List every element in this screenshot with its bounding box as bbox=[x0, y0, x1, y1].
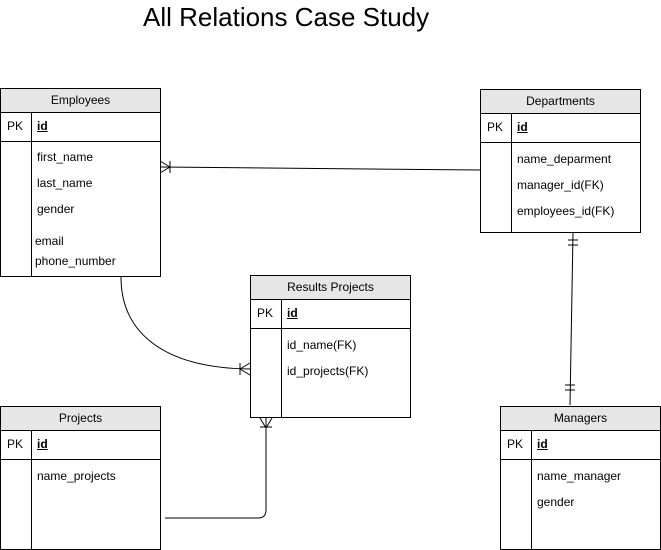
employees-pk-row: PK id bbox=[1, 112, 160, 142]
results-projects-pk-row: PK id bbox=[251, 299, 410, 329]
projects-pk-row: PK id bbox=[1, 430, 160, 460]
pk-label: PK bbox=[257, 306, 274, 320]
employees-table-header: Employees bbox=[1, 89, 160, 113]
departments-table-header: Departments bbox=[481, 90, 640, 114]
employees-table[interactable]: Employees PK id first_name last_name gen… bbox=[0, 88, 161, 277]
projects-id-field[interactable]: id bbox=[37, 437, 48, 451]
employees-id-field[interactable]: id bbox=[37, 119, 48, 133]
departments-field-manager-id[interactable]: manager_id(FK) bbox=[517, 178, 604, 192]
managers-field-gender[interactable]: gender bbox=[537, 495, 575, 509]
employees-field-gender[interactable]: gender bbox=[37, 202, 75, 216]
relationship-departments-managers[interactable] bbox=[565, 232, 578, 406]
employees-field-first-name[interactable]: first_name bbox=[37, 150, 94, 164]
results-projects-field-id-name[interactable]: id_name(FK) bbox=[287, 338, 357, 352]
employees-field-phone-number[interactable]: phone_number bbox=[35, 254, 116, 268]
pk-label: PK bbox=[487, 120, 504, 134]
managers-field-name-manager[interactable]: name_manager bbox=[537, 469, 622, 483]
results-projects-id-field[interactable]: id bbox=[287, 306, 298, 320]
relationship-departments-employees[interactable] bbox=[159, 160, 481, 174]
results-projects-field-id-projects[interactable]: id_projects(FK) bbox=[287, 364, 369, 378]
pk-label: PK bbox=[7, 119, 24, 133]
managers-id-field[interactable]: id bbox=[537, 437, 548, 451]
pk-label: PK bbox=[7, 437, 24, 451]
departments-table[interactable]: Departments PK id name_deparment manager… bbox=[480, 89, 641, 233]
projects-table-header: Projects bbox=[1, 407, 160, 431]
departments-field-employees-id[interactable]: employees_id(FK) bbox=[517, 204, 615, 218]
column-divider bbox=[531, 430, 532, 549]
departments-pk-row: PK id bbox=[481, 113, 640, 143]
pk-label: PK bbox=[507, 437, 524, 451]
column-divider bbox=[281, 299, 282, 417]
projects-field-name-projects[interactable]: name_projects bbox=[37, 469, 116, 483]
departments-id-field[interactable]: id bbox=[517, 120, 528, 134]
relationship-projects-results-projects[interactable] bbox=[165, 417, 273, 519]
projects-table[interactable]: Projects PK id name_projects bbox=[0, 406, 161, 550]
managers-table[interactable]: Managers PK id name_manager gender bbox=[500, 406, 661, 550]
employees-field-last-name[interactable]: last_name bbox=[37, 176, 93, 190]
column-divider bbox=[31, 430, 32, 549]
relationship-employees-results-projects[interactable] bbox=[120, 276, 251, 376]
diagram-title: All Relations Case Study bbox=[143, 2, 430, 32]
managers-pk-row: PK id bbox=[501, 430, 660, 460]
departments-field-name-deparment[interactable]: name_deparment bbox=[517, 152, 612, 166]
results-projects-table-header: Results Projects bbox=[251, 276, 410, 300]
results-projects-table[interactable]: Results Projects PK id id_name(FK) id_pr… bbox=[250, 275, 411, 418]
managers-table-header: Managers bbox=[501, 407, 660, 431]
column-divider bbox=[31, 112, 32, 276]
employees-field-email[interactable]: email bbox=[35, 234, 64, 248]
column-divider bbox=[511, 113, 512, 232]
